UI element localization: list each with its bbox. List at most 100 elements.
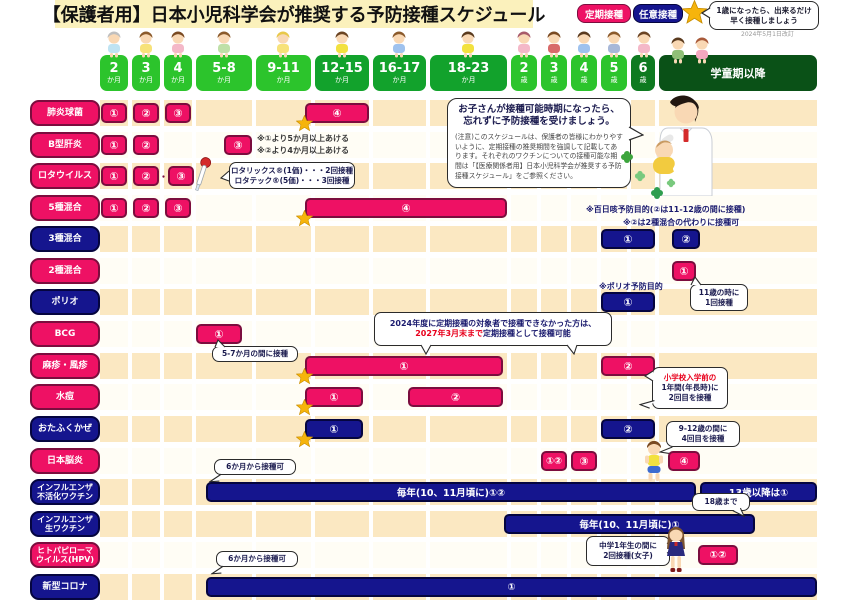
- grid-cell: [601, 195, 627, 221]
- catchup-tail-left: [420, 344, 432, 355]
- grid-cell: [196, 289, 252, 315]
- dose-bar-pneumococcal-4: ④: [305, 103, 369, 123]
- mr-catchup-notice: 2024年度に定期接種の対象者で接種できなかった方は、 2027年3月末まで定期…: [374, 312, 612, 346]
- grid-cell: [164, 258, 192, 284]
- grid-cell: [511, 542, 537, 568]
- grid-cell: [430, 416, 507, 442]
- dose-bar-mr-1: ①: [305, 356, 503, 376]
- grid-cell: [100, 289, 128, 315]
- grid-cell: [196, 226, 252, 252]
- vaccine-label-mr: 麻疹・風疹: [30, 353, 100, 379]
- grid-cell: [100, 353, 128, 379]
- dose-box-mumps-1: ①: [305, 419, 363, 439]
- dose-box-rota-1: ①: [101, 166, 127, 186]
- vaccine-label-covid: 新型コロナ: [30, 574, 100, 600]
- dose-box-pneumococcal-1: ①: [101, 103, 127, 123]
- age-col-school-age: 学童期以降: [659, 55, 817, 91]
- covid-from-6mo-bubble: 6か月から接種可: [216, 551, 298, 567]
- preschool-tail-upper: [644, 370, 654, 382]
- child-illustration: [214, 30, 234, 58]
- dose-box-pneumococcal-2: ②: [133, 103, 159, 123]
- vaccine-label-varicella: 水痘: [30, 384, 100, 410]
- grid-cell: [100, 574, 128, 600]
- dose-box-hpv-1-2: ①②: [698, 545, 738, 565]
- advice-bubble-tail: [628, 126, 644, 142]
- grid-cell: [511, 353, 537, 379]
- grid-cell: [430, 226, 507, 252]
- legend-star-icon: [682, 0, 707, 25]
- grid-cell: [164, 226, 192, 252]
- grid-cell: [571, 258, 597, 284]
- dropper-icon: [190, 154, 214, 194]
- grid-cell: [315, 289, 369, 315]
- grid-cell: [601, 448, 627, 474]
- grid-cell: [164, 542, 192, 568]
- vaccine-label-pneumococcal: 肺炎球菌: [30, 100, 100, 126]
- grid-cell: [164, 289, 192, 315]
- child-illustration: [168, 30, 188, 58]
- je-from-6mo-tail: [208, 471, 223, 485]
- grid-cell: [315, 321, 369, 347]
- grid-cell: [373, 132, 426, 158]
- grid-cell: [100, 542, 128, 568]
- clover-decoration: [666, 178, 676, 188]
- combo2-bubble-tail: [690, 276, 702, 286]
- grid-cell: [100, 416, 128, 442]
- grid-cell: [315, 542, 369, 568]
- grid-cell: [541, 416, 567, 442]
- until18-tail: [732, 507, 746, 521]
- grid-cell: [601, 384, 627, 410]
- grid-cell: [373, 100, 426, 126]
- grid-cell: [541, 195, 567, 221]
- dose-box-hepb-1: ①: [101, 135, 127, 155]
- hepb-interval-note-2: ※②より4か月以上あける: [257, 146, 349, 155]
- vaccine-label-mumps: おたふくかぜ: [30, 416, 100, 442]
- child-illustration: [389, 30, 409, 58]
- vaccine-label-rotavirus: ロタウイルス: [30, 163, 100, 189]
- grid-cell: [430, 289, 507, 315]
- child-illustration: [604, 30, 624, 58]
- clover-decoration: [634, 170, 646, 182]
- grid-cell: [132, 511, 160, 537]
- polio-purpose-note: ※ポリオ予防目的: [599, 282, 663, 291]
- grid-cell: [100, 258, 128, 284]
- grid-cell: [541, 258, 567, 284]
- vaccine-label-combo5: 5種混合: [30, 195, 100, 221]
- grid-cell: [373, 542, 426, 568]
- covid-from-6mo-tail: [210, 563, 225, 577]
- grid-cell: [256, 321, 311, 347]
- grid-cell: [601, 258, 627, 284]
- revision-date: 2024年5月1日改訂: [741, 31, 794, 38]
- clover-decoration: [650, 186, 664, 200]
- flu-inactivated-bar: 毎年(10、11月頃に)①②: [206, 482, 696, 502]
- grid-cell: [541, 226, 567, 252]
- catchup-deadline: 2027年3月末まで: [415, 329, 484, 338]
- grid-cell: [196, 384, 252, 410]
- row-band: [100, 448, 817, 474]
- grid-cell: [132, 542, 160, 568]
- grid-cell: [100, 511, 128, 537]
- grid-cell: [571, 384, 597, 410]
- grid-cell: [256, 258, 311, 284]
- clover-decoration: [620, 150, 634, 164]
- child-illustration: [668, 36, 688, 64]
- grid-cell: [132, 448, 160, 474]
- hpv-timing-bubble: 中学1年生の間に 2回接種(女子): [586, 536, 670, 566]
- grid-cell: [256, 226, 311, 252]
- bcg-timing-bubble: 5-7か月の間に接種: [212, 346, 298, 362]
- grid-cell: [164, 511, 192, 537]
- grid-cell: [430, 542, 507, 568]
- dose-box-combo5-3: ③: [165, 198, 191, 218]
- grid-cell: [541, 542, 567, 568]
- grid-cell: [100, 321, 128, 347]
- flu-live-until18-bubble: 18歳まで: [692, 493, 750, 511]
- legend-bubble-tail: [701, 7, 711, 19]
- dose-box-pneumococcal-3: ③: [165, 103, 191, 123]
- dose-box-combo3-2: ②: [672, 229, 700, 249]
- grid-cell: [315, 448, 369, 474]
